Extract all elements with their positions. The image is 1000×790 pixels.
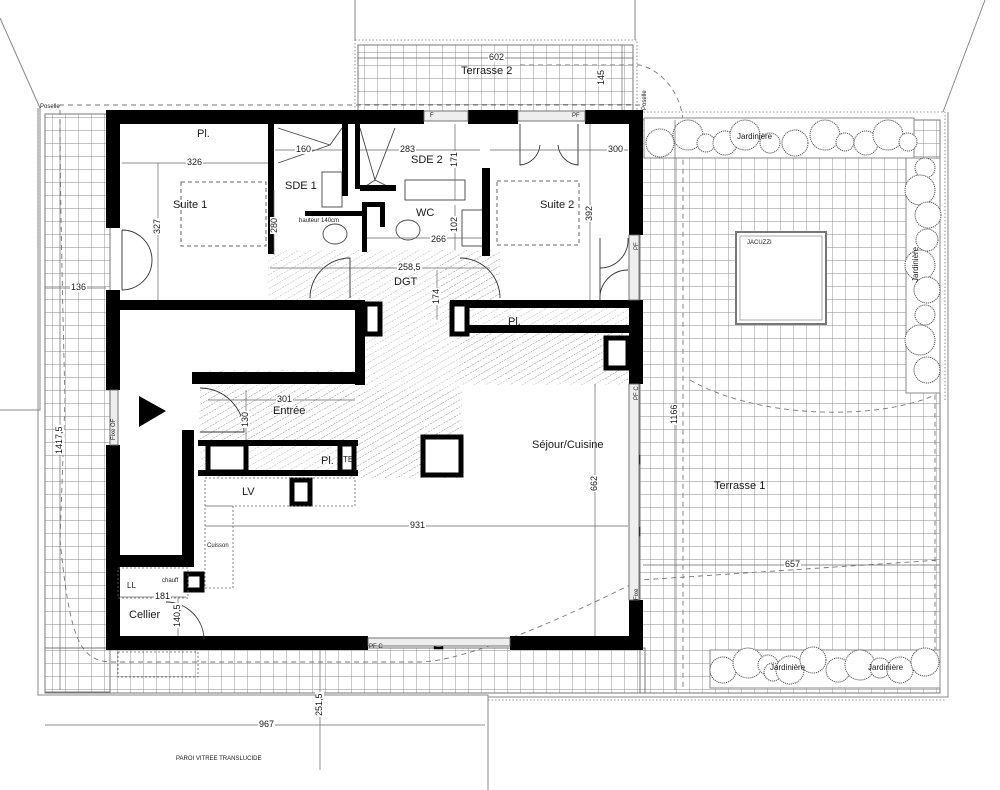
label-pl-suite1: Pl. [197,128,210,140]
dim-174: 174 [431,287,441,305]
planters [643,117,942,689]
dim-136: 136 [70,282,88,292]
dim-1417-5: 1417,5 [54,425,64,455]
label-pl-entree: Pl. [321,455,334,467]
label-window-pf-c-bottom: PF C [369,644,383,650]
label-jardiniere-right: Jardinière [911,246,920,282]
dim-251-5: 251,5 [314,692,324,717]
terrasse-1-deck [639,119,941,694]
label-hauteur: hauteur 140cm [299,218,340,224]
label-window-pf-right: PF [634,242,640,250]
label-cuisson: Cuisson [207,543,229,549]
label-lv: LV [242,486,255,498]
room-terrasse-2: Terrasse 2 [461,65,513,77]
label-window-pf-c-right: PF C [634,386,640,400]
beds [180,180,580,247]
windows [109,110,640,647]
columns [183,301,631,593]
room-suite-1: Suite 1 [173,199,208,211]
dim-602: 602 [488,52,506,62]
label-paroi-vitree: PAROI VITREE TRANSLUCIDE [176,756,262,762]
entrance-arrow-icon [139,396,166,427]
dim-1166: 1166 [669,403,679,425]
room-suite-2: Suite 2 [540,199,575,211]
dim-327: 327 [152,217,162,235]
dim-392: 392 [584,204,594,222]
room-sejour-cuisine: Séjour/Cuisine [532,439,604,451]
label-poselle-left: Poselle [40,104,60,110]
dim-657: 657 [784,559,802,569]
label-jardiniere-bottom-1: Jardinière [770,663,806,672]
label-pl-sejour: Pl. [508,316,521,328]
dim-258-5: 258,5 [397,262,422,272]
sanitary-fixtures [277,127,485,247]
room-sde-2: SDE 2 [411,154,443,166]
dim-181: 181 [154,591,172,601]
label-chauff: chauff [162,578,179,584]
walls [106,110,643,650]
dim-145: 145 [596,68,606,86]
label-window-fixe-right: Fixe [634,588,640,600]
label-jardiniere-bottom-2: Jardinière [868,663,904,672]
dim-140-5: 140,5 [172,603,182,628]
label-jacuzzi: JACUZZI [747,240,772,246]
label-te: TE [343,455,354,464]
dim-300: 300 [607,144,625,154]
room-cellier: Cellier [129,609,161,621]
label-window-left: Fixe OF [111,418,117,440]
hatched-zones [198,250,630,478]
room-entree: Entrée [273,405,306,417]
room-sde-1: SDE 1 [285,180,317,192]
jacuzzi [735,231,827,325]
dim-662: 662 [589,474,599,492]
dim-171: 171 [449,150,459,168]
dim-280: 280 [269,216,279,234]
terrace-grids [44,44,941,694]
dim-266: 266 [430,234,448,244]
label-poselle-right: Poselle [642,90,648,110]
label-window-pf-top: PF [572,113,580,119]
dim-301: 301 [276,394,294,404]
dim-326: 326 [186,157,204,167]
room-dgt: DGT [394,276,418,288]
label-jardiniere-top: Jardinière [737,132,773,141]
dim-130: 130 [240,410,250,428]
terrasse-west-deck [44,113,111,693]
dim-967: 967 [258,719,276,729]
label-ll: LL [127,581,136,590]
dim-160: 160 [295,144,313,154]
dim-102: 102 [449,215,459,233]
label-window-f-top: F [430,113,434,119]
terrasse-south-deck [44,647,646,694]
room-terrasse-1: Terrasse 1 [714,480,766,492]
dim-931: 931 [409,520,427,530]
dim-283: 283 [399,144,417,154]
room-wc: WC [416,207,435,219]
